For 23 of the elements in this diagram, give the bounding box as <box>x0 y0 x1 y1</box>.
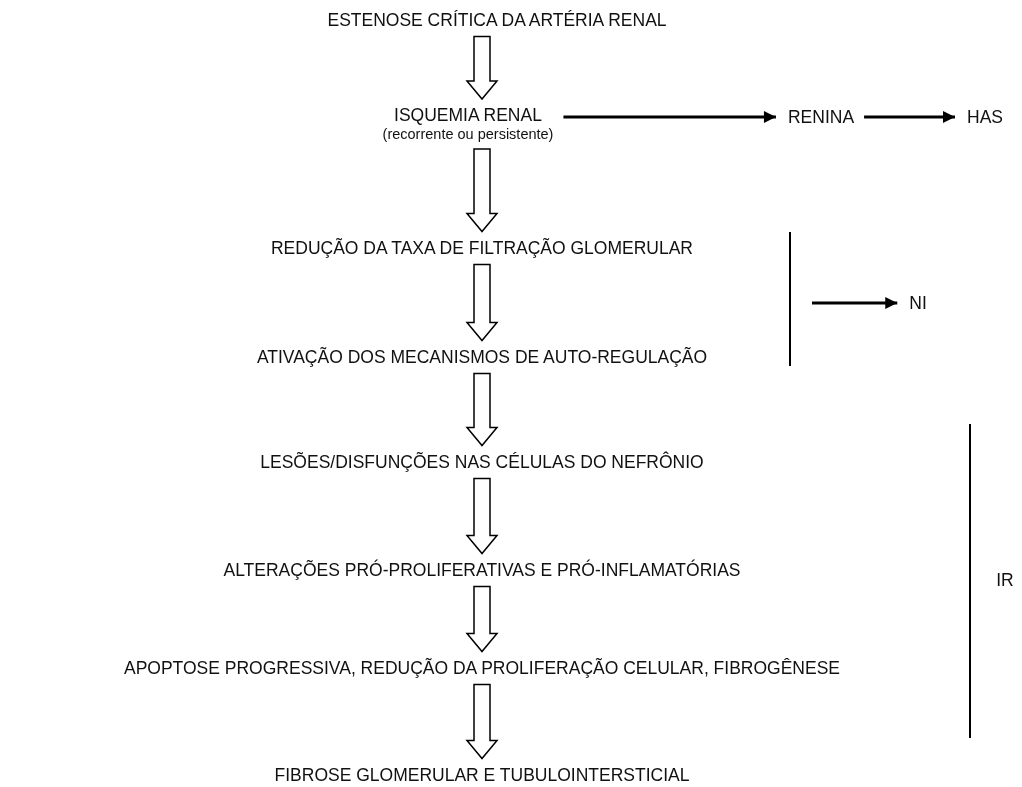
hollow-arrow <box>465 148 499 233</box>
hollow-arrow <box>465 263 499 342</box>
step-text: ISQUEMIA RENAL <box>393 105 543 126</box>
hollow-arrow <box>465 683 499 760</box>
step-text: RENINA <box>787 106 855 128</box>
step-text: HAS <box>967 106 1003 128</box>
hollow-arrow <box>465 585 499 653</box>
hollow-arrow <box>465 35 499 101</box>
hollow-arrow <box>465 372 499 447</box>
arrow <box>864 111 955 123</box>
step-text: LESÕES/DISFUNÇÕES NAS CÉLULAS DO NEFRÔNIO <box>260 451 704 473</box>
step-text: ATIVAÇÃO DOS MECANISMOS DE AUTO-REGULAÇÃO <box>256 346 708 368</box>
arrow <box>563 111 776 123</box>
step-text: REDUÇÃO DA TAXA DE FILTRAÇÃO GLOMERULAR <box>271 237 693 259</box>
step-text: ESTENOSE CRÍTICA DA ARTÉRIA RENAL <box>327 9 667 31</box>
hollow-arrow <box>465 477 499 555</box>
step-text: APOPTOSE PROGRESSIVA, REDUÇÃO DA PROLIFERAÇÃO CELULAR, FIBROGÊNESE <box>123 657 841 679</box>
step-text: ALTERAÇÕES PRÓ-PROLIFERATIVAS E PRÓ-INFLAMATÓRIAS <box>223 559 741 581</box>
step-text: FIBROSE GLOMERULAR E TUBULOINTERSTICIAL <box>274 764 690 786</box>
arrow <box>812 297 898 309</box>
group-label: IR <box>996 569 1014 591</box>
step-text: NI <box>909 292 927 314</box>
step-note: (recorrente ou persistente) <box>382 126 554 143</box>
